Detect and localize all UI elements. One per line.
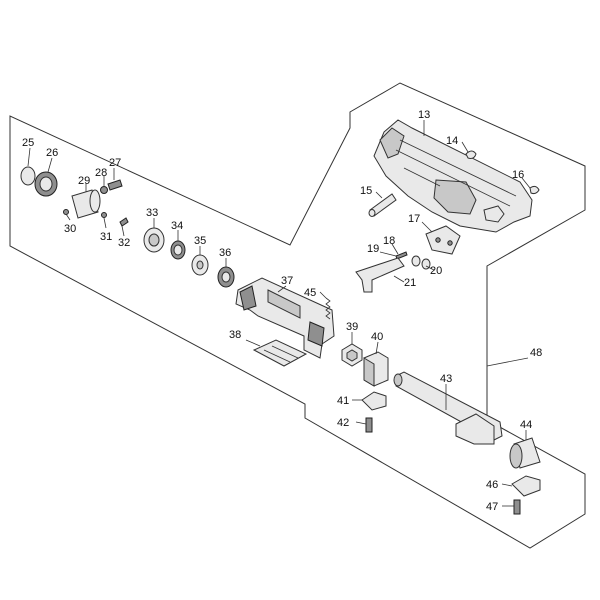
callout-41: 41 (337, 395, 349, 407)
callout-32: 32 (118, 237, 130, 249)
lever-21 (355, 257, 405, 293)
callout-47: 47 (486, 501, 498, 513)
callout-40: 40 (371, 331, 383, 343)
callout-45: 45 (304, 287, 316, 299)
callout-44: 44 (520, 419, 532, 431)
callout-38: 38 (229, 329, 241, 341)
callout-43: 43 (440, 373, 452, 385)
washer-35 (191, 254, 209, 276)
callout-35: 35 (194, 235, 206, 247)
gear-33 (143, 227, 165, 253)
callout-14: 14 (446, 135, 458, 147)
callout-17: 17 (408, 213, 420, 225)
callout-46: 46 (486, 479, 498, 491)
callout-29: 29 (78, 175, 90, 187)
callout-26: 26 (46, 147, 58, 159)
screw-27 (107, 179, 123, 191)
bushing-44 (509, 437, 541, 469)
callout-21: 21 (404, 277, 416, 289)
plate-41 (361, 391, 387, 411)
callout-33: 33 (146, 207, 158, 219)
callout-20: 20 (430, 265, 442, 277)
clip-16 (529, 185, 540, 195)
plate-38 (252, 339, 308, 367)
plate-17 (425, 225, 461, 255)
callout-18: 18 (383, 235, 395, 247)
nut-26 (34, 171, 58, 197)
ball-31 (101, 212, 107, 218)
gear-housing (373, 119, 533, 233)
ring-25 (20, 166, 36, 186)
bushing-29 (71, 189, 101, 219)
callout-39: 39 (346, 321, 358, 333)
block-40 (363, 351, 389, 387)
ball-30 (63, 209, 69, 215)
callout-16: 16 (512, 169, 524, 181)
assembly-frame (9, 82, 586, 549)
callout-37: 37 (281, 275, 293, 287)
callout-31: 31 (100, 231, 112, 243)
block-39 (341, 343, 363, 367)
callout-30: 30 (64, 223, 76, 235)
plate-46 (511, 475, 541, 497)
frame-37 (235, 277, 335, 359)
callout-34: 34 (171, 220, 183, 232)
pin-32 (119, 217, 129, 227)
clip-14 (465, 150, 477, 159)
callout-labels: 25 26 27 28 29 30 31 32 33 34 35 36 37 3… (22, 109, 542, 513)
screw-47 (513, 499, 521, 515)
spring-45 (325, 297, 331, 320)
callout-27: 27 (109, 157, 121, 169)
shaft-43 (393, 371, 503, 445)
leader-lines (27, 120, 531, 507)
callout-13: 13 (418, 109, 430, 121)
callout-19: 19 (367, 243, 379, 255)
washer-28 (100, 186, 108, 194)
callout-36: 36 (219, 247, 231, 259)
bearing-36 (217, 266, 235, 288)
callout-28: 28 (95, 167, 107, 179)
pin-15 (368, 193, 397, 217)
callout-42: 42 (337, 417, 349, 429)
spring-ring-34 (170, 240, 186, 260)
callout-48: 48 (530, 347, 542, 359)
callout-25: 25 (22, 137, 34, 149)
screw-42 (365, 417, 373, 433)
callout-15: 15 (360, 185, 372, 197)
washer-20 (411, 255, 421, 267)
